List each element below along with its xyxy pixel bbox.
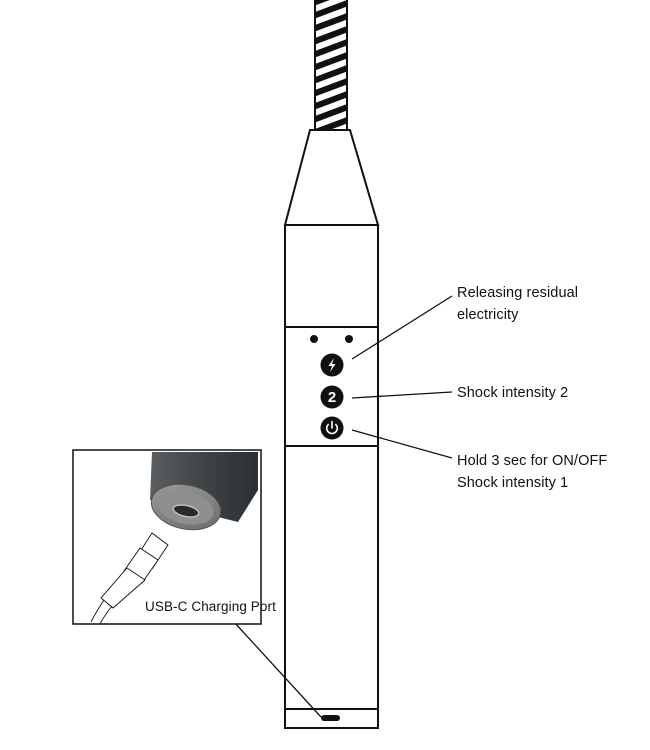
shock-intensity-2-button[interactable]: 2 [320, 385, 344, 409]
callout-power-line1: Hold 3 sec for ON/OFF [457, 453, 608, 469]
indicator-led-right [345, 335, 353, 343]
callout-shock2-line1: Shock intensity 2 [457, 385, 569, 401]
indicator-led-left [310, 335, 318, 343]
cable-stripe [315, 0, 347, 19]
cable-stripe [315, 117, 347, 130]
cable-stripe [315, 39, 347, 58]
braided-cable [314, 0, 348, 130]
leader-release [351, 295, 453, 360]
callout-release-line1: Releasing residual [457, 285, 579, 301]
callout-power-line2: Shock intensity 1 [457, 475, 569, 491]
lightning-bolt-icon [328, 358, 336, 372]
callout-usb: USB-C Charging Port [145, 596, 276, 618]
remote-handle [283, 129, 380, 729]
usb-c-plug [90, 532, 169, 625]
callout-usb-line1: USB-C Charging Port [145, 599, 276, 614]
cable-stripe [315, 65, 347, 84]
cable-stripe [315, 0, 330, 6]
port-opening [172, 504, 200, 518]
cable-stripe [315, 104, 347, 123]
cable-stripe [315, 52, 347, 71]
handle-body [284, 224, 379, 729]
release-button[interactable] [320, 353, 344, 377]
handle-neck [283, 129, 380, 226]
leader-power [351, 429, 453, 459]
callout-release: Releasing residual electricity [457, 282, 578, 326]
cable-stripe [315, 13, 347, 32]
cable-stripe [315, 91, 347, 110]
power-icon [325, 420, 339, 435]
callout-power: Hold 3 sec for ON/OFF Shock intensity 1 [457, 450, 607, 494]
power-button[interactable] [320, 416, 344, 440]
usb-c-inset [72, 449, 262, 625]
usb-c-port [321, 715, 340, 721]
callout-shock2: Shock intensity 2 [457, 382, 568, 404]
shock-intensity-2-glyph: 2 [328, 389, 336, 406]
cable-stripe [315, 78, 347, 97]
cable-stripe [315, 26, 347, 45]
leader-usb [233, 621, 322, 718]
callout-release-line2: electricity [457, 307, 519, 323]
leader-shock2 [351, 391, 453, 399]
